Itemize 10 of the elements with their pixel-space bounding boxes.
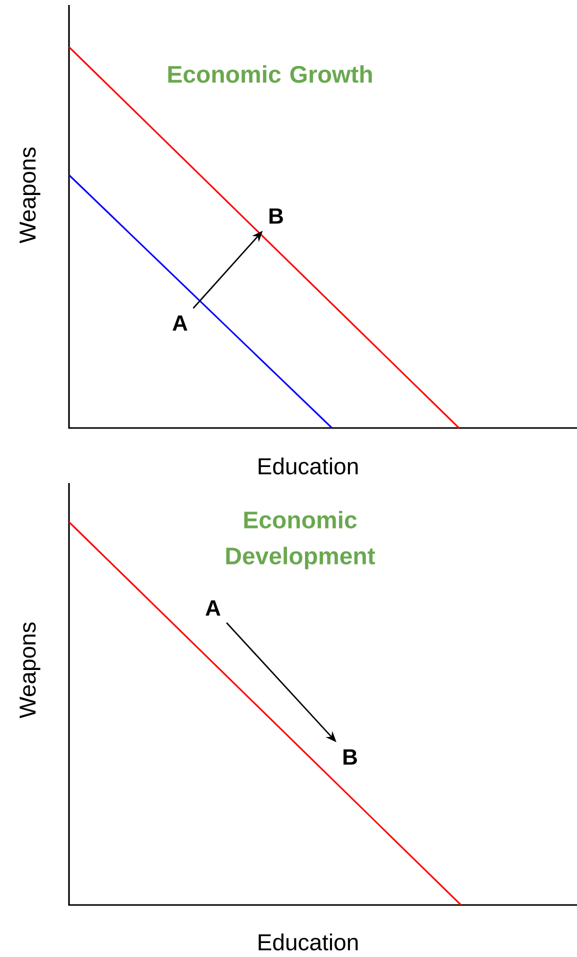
point-label: B [344,749,357,765]
point-label: A [172,315,188,331]
axis-label: Education [258,934,358,950]
point-label: A [206,600,220,616]
axis-label: Weapons [20,147,40,244]
axis-label: Weapons [20,622,40,718]
chart-title: Economic Development [226,510,376,570]
point-label: B [270,208,283,224]
axis-label: Education [258,458,358,474]
chart-title: Economic Growth [168,65,372,83]
